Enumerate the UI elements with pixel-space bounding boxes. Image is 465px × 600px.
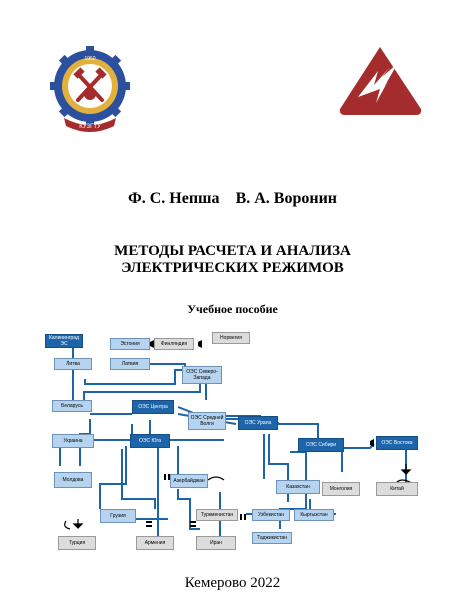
title-line-1: МЕТОДЫ РАСЧЕТА И АНАЛИЗА <box>114 243 351 259</box>
node-mongolia: Монголия <box>322 482 360 496</box>
node-lithuania: Литва <box>54 358 92 370</box>
node-oes-center: ОЭС Центра <box>132 400 174 414</box>
node-kaliningrad: Калининград ЭС <box>45 334 83 348</box>
node-oes-south: ОЭС Юга <box>130 434 170 448</box>
power-system-diagram: Калининград ЭС Эстония Финляндия Норвеги… <box>40 324 435 560</box>
node-ukraine: Украина <box>52 434 94 448</box>
author-1: Ф. С. Непша <box>127 190 220 207</box>
node-turkey: Турция <box>58 536 96 550</box>
node-finland: Финляндия <box>154 338 194 350</box>
node-iran: Иран <box>196 536 236 550</box>
node-uzbekistan: Узбекистан <box>252 509 290 521</box>
node-turkmenistan: Туркменистан <box>196 509 238 521</box>
university-emblem: КУЗГТУ 1950 <box>50 46 130 136</box>
node-kyrgyzstan: Кыргызстан <box>294 509 334 521</box>
node-oes-siberia: ОЭС Сибири <box>298 438 344 452</box>
node-estonia: Эстония <box>110 338 150 350</box>
publication-place-year: Кемерово 2022 <box>184 575 281 591</box>
book-title: МЕТОДЫ РАСЧЕТА И АНАЛИЗА ЭЛЕКТРИЧЕСКИХ Р… <box>0 243 465 277</box>
node-moldova: Молдова <box>54 472 92 488</box>
lightning-emblem <box>338 45 423 117</box>
node-oes-nw: ОЭС Северо-Запада <box>182 366 222 384</box>
title-line-2: ЭЛЕКТРИЧЕСКИХ РЕЖИМОВ <box>121 260 344 276</box>
node-china: Китай <box>376 482 418 496</box>
node-oes-ural: ОЭС Урала <box>238 416 278 430</box>
node-armenia: Армения <box>136 536 174 550</box>
node-georgia: Грузия <box>100 509 136 523</box>
emblem-text: КУЗГТУ <box>79 124 101 130</box>
node-azerbaijan: Азербайджан <box>170 474 208 488</box>
node-tajikistan: Таджикистан <box>252 532 292 544</box>
emblem-year: 1950 <box>84 56 95 62</box>
node-oes-volga: ОЭС Средней Волги <box>188 412 226 430</box>
hammers-icon <box>76 72 104 102</box>
node-latvia: Латвия <box>110 358 150 370</box>
author-2: В. А. Воронин <box>235 190 338 207</box>
authors: Ф. С. Непша В. А. Воронин <box>0 190 465 208</box>
node-kazakhstan: Казахстан <box>276 480 320 494</box>
node-belarus: Беларусь <box>52 400 92 412</box>
node-norway: Норвегия <box>212 332 250 344</box>
lightning-icon <box>358 63 398 103</box>
book-subtitle: Учебное пособие <box>187 302 278 316</box>
node-oes-east: ОЭС Востока <box>376 436 418 450</box>
